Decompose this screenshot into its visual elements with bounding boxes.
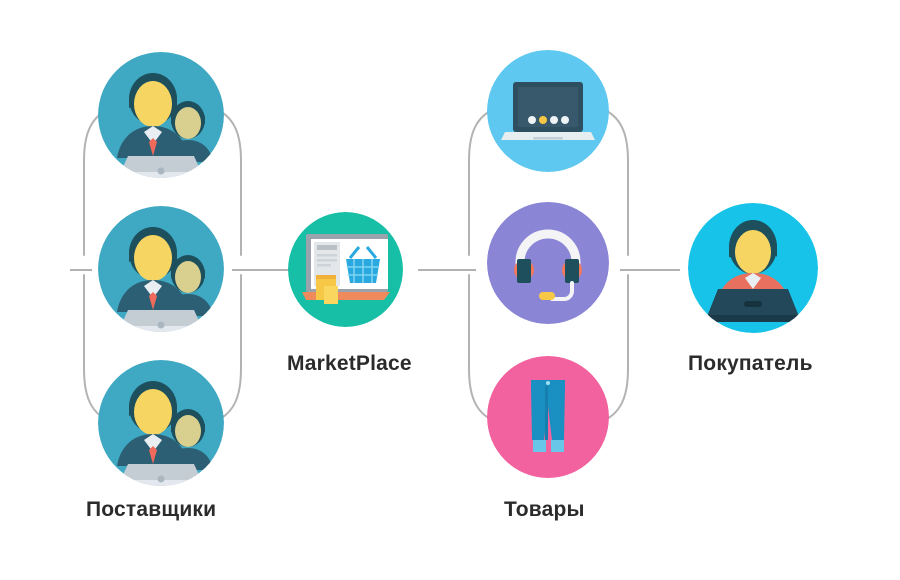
product-node-headset[interactable] (487, 202, 609, 324)
supplier-avatar-icon (98, 52, 224, 178)
connector-products-to-buyer (620, 269, 680, 271)
laptop-shopping-basket-icon (288, 212, 403, 327)
buyer-node[interactable] (688, 203, 818, 333)
supplier-node-3[interactable] (98, 360, 224, 486)
buyer-person-laptop-icon (688, 203, 818, 333)
product-node-jeans[interactable] (487, 356, 609, 478)
buyer-label: Покупатель (688, 352, 813, 375)
connector-suppliers-left-stub (70, 269, 92, 271)
connector-suppliers-to-marketplace (232, 269, 290, 271)
connector-marketplace-to-products (418, 269, 476, 271)
jeans-icon (487, 356, 609, 478)
headset-icon (487, 202, 609, 324)
supplier-node-2[interactable] (98, 206, 224, 332)
supplier-avatar-icon (98, 206, 224, 332)
product-node-laptop[interactable] (487, 50, 609, 172)
supplier-node-1[interactable] (98, 52, 224, 178)
marketplace-label: MarketPlace (287, 352, 412, 375)
marketplace-node[interactable] (288, 212, 403, 327)
laptop-icon (487, 50, 609, 172)
suppliers-group-label: Поставщики (86, 498, 217, 521)
supplier-avatar-icon (98, 360, 224, 486)
products-group-label: Товары (504, 498, 585, 521)
